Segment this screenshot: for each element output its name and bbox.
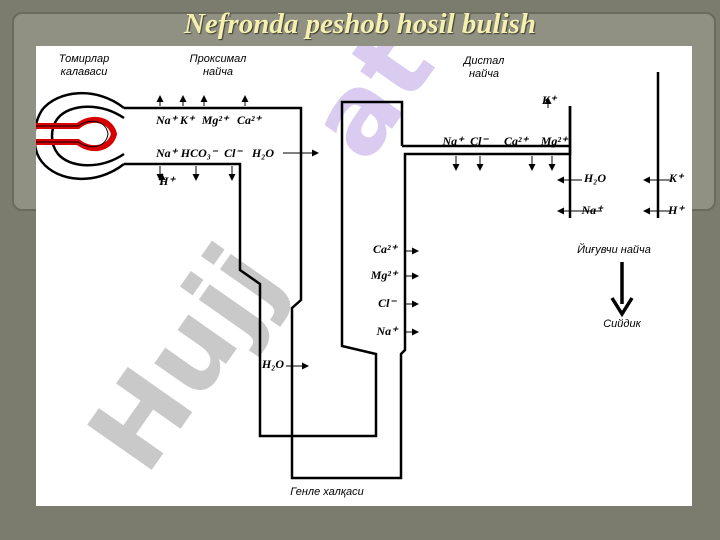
ion-label: Mg²⁺ (370, 268, 398, 282)
ion-label: Na⁺ (156, 113, 177, 127)
ion-label: Ca²⁺ (237, 113, 261, 127)
ion-label: Cl⁻ (470, 134, 488, 148)
nephron-diagram: Hujj at 24 (36, 46, 670, 493)
svg-text:at 24: at 24 (285, 46, 567, 181)
ion-label: Mg²⁺ (540, 134, 568, 148)
ion-label: K⁺ (541, 93, 557, 107)
ion-label: H₂O (583, 171, 607, 185)
watermark: Hujj at 24 (65, 46, 567, 493)
ion-label: Na⁺ (156, 146, 177, 160)
ion-label: Cl⁻ (378, 296, 396, 310)
ion-label: Ca²⁺ (373, 242, 397, 256)
collecting-duct-label: Йиғувчи найча (577, 244, 651, 256)
ion-label: H₂O (251, 146, 275, 160)
transport-arrows (156, 95, 670, 370)
ion-label: K⁺ (179, 113, 195, 127)
ion-label: Na⁺ (376, 324, 398, 338)
distal-tubule-label: Дистал найча (463, 55, 505, 80)
ion-label: Na⁺ (581, 203, 603, 217)
loop-of-henle-label: Генле халқаси (290, 486, 364, 498)
ion-label: Cl⁻ (224, 146, 242, 160)
glomerulus-label: Томирлар калаваси (58, 53, 110, 78)
ion-label: H₂O (261, 357, 285, 371)
ion-label: HCO₃⁻ (180, 146, 218, 160)
urine-arrow (610, 262, 634, 318)
slide-title: Nefronda peshob hosil bulish (183, 8, 537, 40)
ion-label: Na⁺ (442, 134, 464, 148)
ion-label: H⁺ (159, 174, 175, 188)
glomerulus-capsule (36, 92, 125, 180)
proximal-tubule-label: Проксимал найча (189, 53, 247, 78)
ion-label: H⁺ (668, 203, 684, 217)
nephron-tubule (124, 72, 660, 480)
ion-label: Ca²⁺ (504, 134, 528, 148)
urine-label: Сийдик (603, 318, 641, 330)
diagram-board: Hujj at 24 (36, 46, 692, 506)
ion-label: K⁺ (668, 171, 684, 185)
ion-label: Mg²⁺ (201, 113, 229, 127)
